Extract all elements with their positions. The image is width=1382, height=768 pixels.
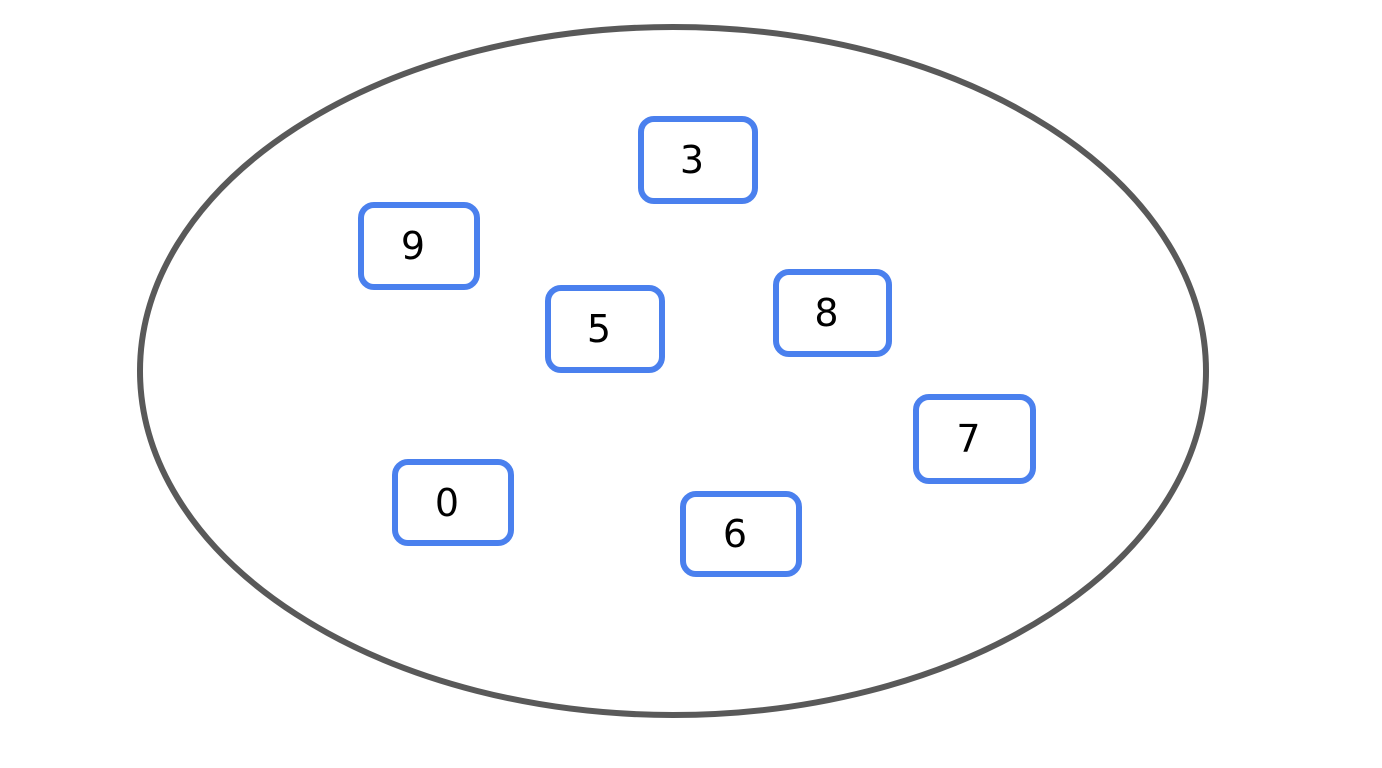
number-node-label: 3	[679, 138, 705, 182]
number-node-label: 5	[586, 307, 612, 351]
number-node-label: 0	[434, 480, 460, 525]
number-node-label: 6	[722, 512, 748, 556]
number-node-8[interactable]: 8	[773, 269, 892, 357]
number-node-7[interactable]: 7	[913, 394, 1036, 484]
number-node-label: 8	[814, 291, 839, 335]
number-node-5[interactable]: 5	[545, 285, 665, 373]
number-node-label: 7	[956, 417, 981, 461]
number-node-0[interactable]: 0	[392, 459, 514, 546]
number-node-label: 9	[400, 224, 426, 268]
number-node-3[interactable]: 3	[638, 116, 758, 204]
number-node-9[interactable]: 9	[358, 202, 480, 290]
number-node-6[interactable]: 6	[680, 491, 802, 577]
